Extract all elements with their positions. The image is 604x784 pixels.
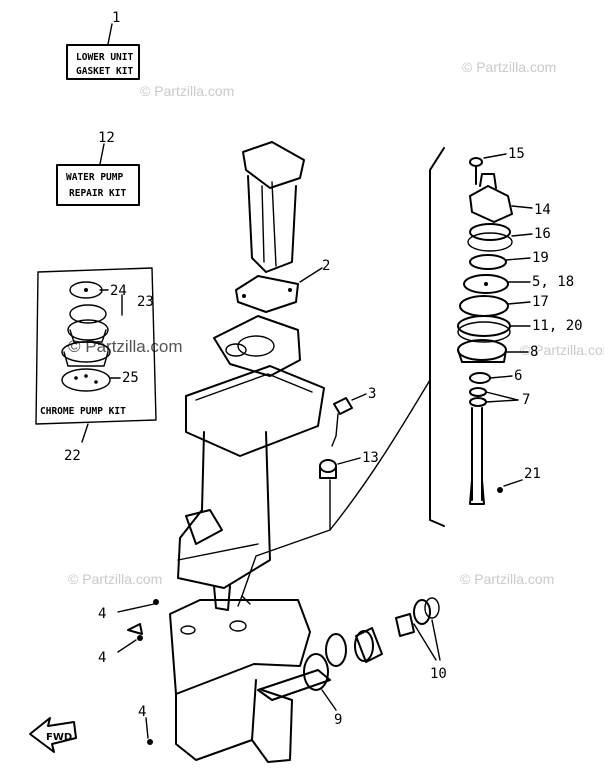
callout-4-upper: 4 [98, 606, 106, 622]
upper-exhaust-tube [242, 141, 305, 273]
water-pump-kit-line1: WATER PUMP [66, 172, 123, 183]
part-3-grommet [331, 393, 367, 447]
callout-25: 25 [122, 370, 139, 386]
callout-4-lower: 4 [138, 704, 146, 720]
callout-4-middle: 4 [98, 650, 106, 666]
callout-7: 7 [522, 392, 530, 408]
callout-10: 10 [430, 666, 447, 682]
callout-9: 9 [334, 712, 342, 728]
callout-12: 12 [98, 130, 115, 146]
callout-23: 23 [137, 294, 154, 310]
part-13-seal [319, 457, 361, 479]
callout-21: 21 [524, 466, 541, 482]
fwd-label: FWD [46, 732, 72, 743]
callout-1: 1 [112, 10, 120, 26]
exhaust-plate [213, 315, 301, 377]
o-ring-9 [303, 653, 337, 711]
callout-19: 19 [532, 250, 549, 266]
water-pump-column [329, 147, 533, 531]
callout-15: 15 [508, 146, 525, 162]
callout-24: 24 [110, 283, 127, 299]
callout-3: 3 [368, 386, 376, 402]
lower-unit-kit-line2: GASKET KIT [76, 66, 133, 77]
prop-shaft-assembly [325, 597, 441, 667]
lower-unit-kit-line1: LOWER UNIT [76, 52, 133, 63]
callout-2: 2 [322, 258, 330, 274]
water-pump-repair-kit: WATER PUMP REPAIR KIT [56, 143, 140, 206]
lower-casing [177, 365, 325, 611]
callout-14: 14 [534, 202, 551, 218]
gear-case [127, 599, 331, 763]
callout-13: 13 [362, 450, 379, 466]
callout-8: 8 [530, 344, 538, 360]
callout-5-18: 5, 18 [532, 274, 574, 290]
callout-16: 16 [534, 226, 551, 242]
watermark-top-right: © Partzilla.com [462, 59, 556, 75]
watermark-top-left: © Partzilla.com [140, 83, 234, 99]
forward-arrow-icon: FWD [29, 717, 77, 753]
chrome-pump-kit-box: CHROME PUMP KIT [35, 267, 157, 443]
callout-11-20: 11, 20 [532, 318, 583, 334]
watermark-bottom-left: © Partzilla.com [68, 571, 162, 587]
callout-22: 22 [64, 448, 81, 464]
callout-6: 6 [514, 368, 522, 384]
watermark-bottom-right: © Partzilla.com [460, 571, 554, 587]
gasket-2 [235, 267, 323, 313]
watermark-mid-right: © Partzilla.com [520, 342, 604, 358]
callout-17: 17 [532, 294, 549, 310]
chrome-pump-kit-label: CHROME PUMP KIT [40, 406, 126, 417]
lower-unit-gasket-kit: LOWER UNIT GASKET KIT [66, 23, 140, 80]
water-pump-kit-line2: REPAIR KIT [69, 188, 126, 199]
